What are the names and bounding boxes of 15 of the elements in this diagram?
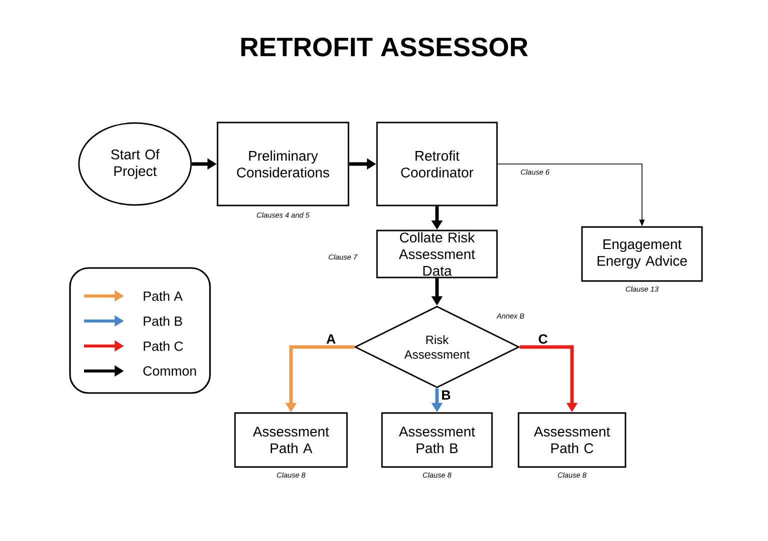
legend-label: Path A — [144, 291, 183, 301]
legend-label: Path B — [144, 316, 182, 326]
process-box: Assessment Path B — [381, 412, 493, 468]
process-box: Retrofit Coordinator — [376, 122, 498, 206]
process-box: Assessment Path C — [518, 412, 626, 468]
legend-label: Path C — [144, 341, 183, 351]
process-box: Collate Risk Assessment Data — [376, 230, 498, 278]
process-box: Preliminary Considerations — [216, 122, 350, 206]
title: RETROFIT ASSESSOR — [241, 38, 528, 56]
edge-label: B — [440, 389, 452, 401]
legend-label: Common — [143, 366, 196, 376]
process-box: Engagement Energy Advice — [581, 226, 703, 282]
process-box: Assessment Path A — [234, 412, 348, 468]
edge-label: C — [536, 332, 550, 346]
edge-label: A — [324, 333, 338, 345]
